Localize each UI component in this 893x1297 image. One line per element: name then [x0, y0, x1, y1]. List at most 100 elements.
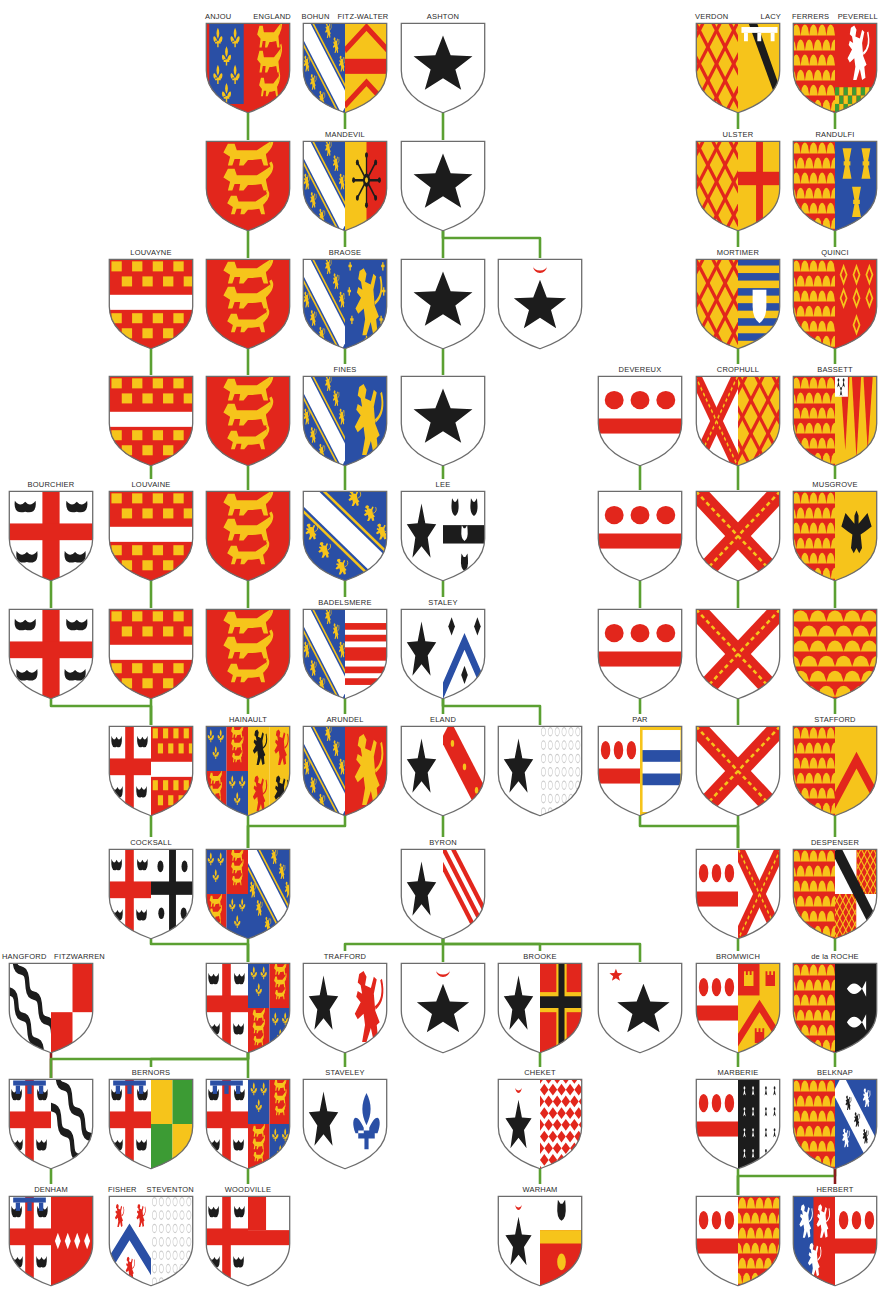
heraldic-charge — [302, 258, 345, 350]
heraldic-charge — [640, 750, 683, 762]
heraldic-charge — [149, 848, 194, 940]
heraldic-charge — [695, 140, 721, 232]
heraldic-charge — [256, 900, 262, 916]
heraldic-charge — [108, 412, 194, 427]
coat-of-arms — [302, 375, 388, 467]
heraldic-charge — [414, 153, 473, 207]
heraldic-charge — [73, 962, 95, 1012]
heraldic-charge — [108, 645, 194, 660]
heraldic-charge — [533, 266, 547, 273]
heraldic-charge — [111, 736, 122, 748]
heraldic-charge — [822, 980, 831, 991]
heraldic-charge — [497, 1078, 540, 1170]
heraldic-charge — [248, 848, 291, 940]
coat-of-arms — [302, 608, 388, 700]
coat-of-arms — [8, 1078, 94, 1170]
heraldic-charge — [738, 375, 764, 467]
heraldic-charge — [272, 1128, 278, 1141]
heraldic-charge — [801, 493, 810, 504]
heraldic-charge — [208, 729, 214, 742]
heraldic-charge — [223, 492, 270, 516]
descent-line — [737, 466, 740, 491]
heraldic-charge — [805, 393, 814, 404]
heraldic-charge — [640, 725, 683, 817]
coat-of-arms — [497, 725, 583, 817]
heraldic-charge — [227, 771, 249, 817]
heraldic-charge — [540, 1119, 544, 1131]
heraldic-charge — [261, 966, 267, 979]
shield-node — [108, 725, 194, 817]
heraldic-charge — [801, 881, 810, 892]
heraldic-charge — [400, 848, 445, 940]
heraldic-charge — [809, 55, 818, 66]
heraldic-charge — [274, 963, 286, 975]
heraldic-charge — [348, 290, 351, 293]
name-row: de la ROCHE — [792, 951, 878, 962]
heraldic-charge — [304, 642, 310, 658]
heraldic-charge — [796, 218, 805, 229]
family-name: MANDEVIL — [325, 129, 365, 140]
heraldic-charge — [239, 775, 245, 788]
heraldic-charge — [323, 211, 325, 217]
coat-of-arms — [302, 1078, 388, 1170]
heraldic-charge — [302, 502, 385, 582]
heraldic-charge — [712, 22, 738, 114]
heraldic-charge — [831, 188, 835, 199]
heraldic-charge — [497, 725, 542, 817]
heraldic-charge — [848, 26, 869, 80]
heraldic-charge — [302, 725, 345, 817]
family-name: CHEKET — [524, 1067, 556, 1078]
heraldic-charge — [738, 140, 781, 232]
heraldic-charge — [814, 70, 823, 81]
heraldic-charge — [338, 157, 340, 163]
family-name: PAR — [632, 714, 647, 725]
heraldic-charge — [253, 1008, 265, 1021]
family-name: MORTIMER — [717, 247, 759, 258]
heraldic-charge — [319, 677, 325, 693]
heraldic-charge — [400, 22, 486, 114]
family-name: de la ROCHE — [811, 951, 859, 962]
heraldic-charge — [315, 525, 318, 531]
heraldic-charge — [247, 962, 291, 1054]
heraldic-charge — [302, 608, 345, 700]
heraldic-charge — [796, 743, 805, 754]
heraldic-charge — [835, 725, 878, 817]
shield-node — [205, 490, 291, 582]
heraldic-charge — [213, 65, 222, 84]
heraldic-charge — [231, 848, 243, 861]
heraldic-charge — [229, 898, 235, 911]
heraldic-charge — [695, 848, 738, 940]
heraldic-charge — [793, 849, 876, 938]
heraldic-charge — [163, 626, 173, 636]
heraldic-charge — [738, 375, 781, 467]
heraldic-charge — [451, 498, 458, 516]
heraldic-charge — [835, 22, 878, 114]
heraldic-charge — [861, 112, 865, 114]
heraldic-charge — [826, 788, 835, 799]
heraldic-charge — [852, 656, 869, 667]
coat-of-arms — [792, 375, 878, 467]
heraldic-charge — [339, 642, 345, 658]
heraldic-charge — [712, 978, 721, 996]
heraldic-charge — [325, 22, 331, 38]
heraldic-charge — [809, 848, 878, 940]
heraldic-charge — [303, 1079, 386, 1168]
family-name: LEE — [436, 479, 451, 490]
heraldic-charge — [597, 608, 683, 700]
heraldic-charge — [562, 808, 566, 816]
heraldic-charge — [205, 375, 291, 467]
heraldic-charge — [285, 973, 286, 981]
heraldic-charge — [220, 905, 221, 913]
heraldic-charge — [400, 725, 486, 817]
heraldic-charge — [809, 641, 826, 652]
heraldic-charge — [695, 962, 738, 1054]
heraldic-charge — [206, 1079, 289, 1168]
heraldic-charge — [570, 1119, 579, 1131]
descent-line — [737, 231, 740, 248]
heraldic-charge — [213, 746, 219, 759]
heraldic-charge — [153, 430, 163, 440]
heraldic-charge — [173, 313, 183, 323]
shield-node: LEE — [400, 479, 486, 582]
heraldic-charge — [712, 140, 738, 232]
heraldic-charge — [441, 725, 486, 817]
